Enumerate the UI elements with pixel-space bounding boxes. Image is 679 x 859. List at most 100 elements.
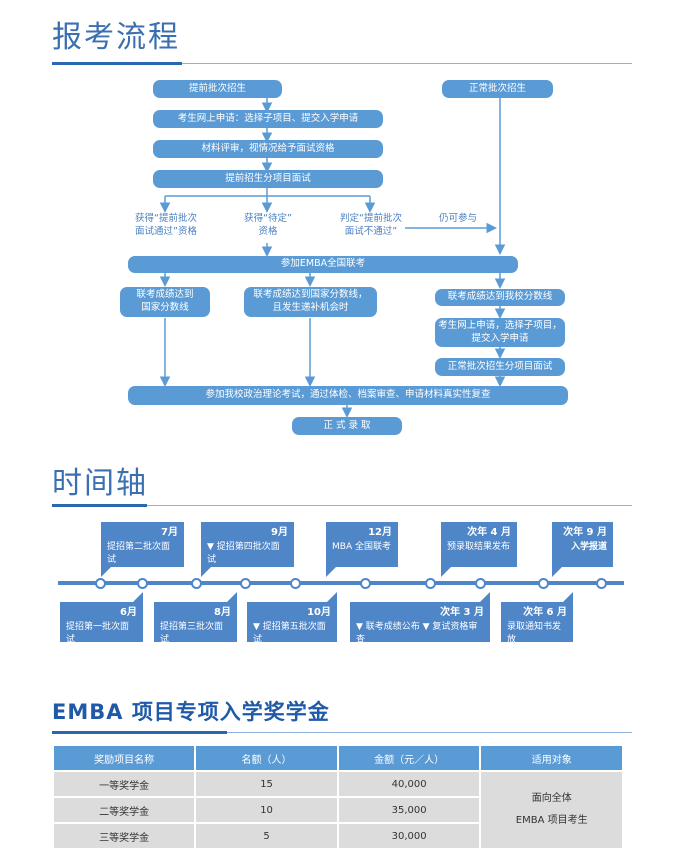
timeline-event: ▼ 提招第四批次面试: [207, 541, 280, 566]
timeline-date: 9月: [271, 527, 288, 538]
table-cell: 三等奖学金: [54, 824, 195, 848]
col-header: 适用对象: [481, 746, 622, 770]
pending-text: 获得“待定” 资格: [244, 213, 292, 237]
timeline-event: ▼ 正常批次面试: [356, 649, 420, 660]
timeline-pointer: [563, 592, 573, 602]
timeline-event: ▼ 提招第五批次面试: [253, 621, 326, 646]
table-cell: 15: [196, 772, 337, 796]
scholarship-rule-thin: [227, 732, 632, 733]
table-cell: 5: [196, 824, 337, 848]
table-row: 一等奖学金 15 40,000 面向全体 EMBA 项目考生: [54, 772, 622, 848]
timeline-event: 录取通知书发放: [507, 621, 562, 646]
timeline-rule-thin: [147, 505, 632, 506]
timeline-node: [240, 578, 251, 589]
timeline-top-5: 次年 9 月 入学报道: [552, 522, 613, 567]
fail-text: 判定“提前批次 面试不通过”: [340, 213, 402, 237]
timeline-event: MBA 全国联考: [332, 541, 391, 552]
timeline-event: 提招第二批次面试: [107, 541, 171, 566]
timeline-date: 6月: [120, 607, 137, 618]
table-row: 三等奖学金 5 30,000: [54, 824, 622, 848]
col-header: 奖励项目名称: [54, 746, 195, 770]
timeline-node: [425, 578, 436, 589]
table-cell: 30,000: [338, 824, 480, 848]
timeline-date: 8月: [214, 607, 231, 618]
early-interview-box: 提前招生分项目面试: [153, 170, 383, 188]
timeline-top-1: 7月 提招第二批次面试: [101, 522, 184, 567]
timeline-node: [95, 578, 106, 589]
timeline-node: [137, 578, 148, 589]
timeline-pointer: [227, 592, 237, 602]
timeline-pointer: [480, 592, 490, 602]
timeline-event: ▼ 联考报名: [253, 649, 299, 660]
timeline-event: ▼ 联考报名: [207, 569, 253, 580]
pass-text: 获得“提前批次 面试通过”资格: [135, 213, 197, 237]
title-rule-thin: [182, 63, 632, 64]
scholarship-table: 奖励项目名称 名额（人） 金额（元／人） 适用对象 一等奖学金 15 40,00…: [52, 744, 624, 850]
timeline-node: [538, 578, 549, 589]
timeline-pointer: [326, 567, 336, 577]
admit-box: 正 式 录 取: [292, 417, 402, 435]
timeline-bottom-4: 次年 3 月 ▼ 联考成绩公布 ▼ 复试资格审查 ▼ 正常批次面试: [350, 602, 490, 659]
timeline-bottom-5: 次年 6 月 录取通知书发放: [501, 602, 573, 645]
timeline-event: 预录取结果发布: [447, 541, 511, 552]
table-row: 二等奖学金 10 35,000: [54, 798, 622, 822]
timeline-date: 次年 6 月: [523, 607, 567, 618]
timeline-node: [191, 578, 202, 589]
normal-interview-box: 正常批次招生分项目面试: [435, 358, 565, 376]
timeline-date: 7月: [161, 527, 178, 538]
timeline-pointer: [327, 592, 337, 602]
timeline-node: [360, 578, 371, 589]
target-line: 面向全体: [531, 793, 572, 804]
timeline-title: 时间轴: [52, 466, 148, 501]
timeline-node: [596, 578, 607, 589]
online-apply-box: 考生网上申请：选择子项目、提交入学申请: [153, 110, 383, 128]
timeline-top-2: 9月 ▼ 提招第四批次面试 ▼ 联考报名: [201, 522, 294, 579]
timeline-pointer: [101, 567, 111, 577]
flow-arrows: [159, 97, 506, 418]
col-header: 名额（人）: [196, 746, 337, 770]
normal-batch-box: 正常批次招生: [442, 80, 553, 98]
political-box: 参加我校政治理论考试，通过体检、档案审查、申请材料真实性复查: [128, 386, 568, 405]
material-review-box: 材料评审，视情况给予面试资格: [153, 140, 383, 158]
timeline-date: 次年 9 月: [563, 527, 607, 538]
timeline-pointer: [552, 567, 562, 577]
timeline-rule: [52, 504, 147, 507]
timeline-node: [475, 578, 486, 589]
timeline-event: 提招第三批次面试: [160, 621, 224, 646]
table-cell: 35,000: [338, 798, 480, 822]
timeline-event: ▼ 联考成绩公布 ▼ 复试资格审查: [356, 621, 478, 646]
exam-box: 参加EMBA全国联考: [128, 256, 518, 273]
timeline-date: 次年 3 月: [440, 607, 484, 618]
table-cell: 40,000: [338, 772, 480, 796]
still-join-text: 仍可参与: [438, 213, 477, 224]
col-header: 金额（元／人）: [338, 746, 480, 770]
timeline-top-4: 次年 4 月 预录取结果发布: [441, 522, 517, 567]
timeline-date: 12月: [368, 527, 392, 538]
timeline-pointer: [201, 567, 211, 577]
national-line-box: 联考成绩达到 国家分数线: [120, 287, 210, 317]
timeline-bottom-3: 10月 ▼ 提招第五批次面试 ▼ 联考报名: [247, 602, 337, 659]
scholarship-title: EMBA 项目专项入学奖学金: [52, 700, 330, 724]
target-line: EMBA 项目考生: [515, 815, 588, 826]
table-cell: 一等奖学金: [54, 772, 195, 796]
timeline-pointer: [133, 592, 143, 602]
timeline-node: [290, 578, 301, 589]
timeline-bottom-2: 8月 提招第三批次面试: [154, 602, 237, 645]
timeline-event: 提招第一批次面试: [66, 621, 130, 646]
title-rule: [52, 62, 182, 65]
timeline-date: 10月: [307, 607, 331, 618]
timeline-axis: [58, 581, 624, 585]
timeline-event: 入学报道: [570, 541, 607, 552]
target-cell: 面向全体 EMBA 项目考生: [481, 772, 622, 848]
early-batch-box: 提前批次招生: [153, 80, 282, 98]
timeline-bottom-1: 6月 提招第一批次面试: [60, 602, 143, 645]
national-line-extra-box: 联考成绩达到国家分数线， 且发生递补机会时: [244, 287, 377, 317]
process-title: 报考流程: [52, 20, 180, 55]
table-cell: 10: [196, 798, 337, 822]
table-cell: 二等奖学金: [54, 798, 195, 822]
timeline-date: 次年 4 月: [467, 527, 511, 538]
school-line-box: 联考成绩达到我校分数线: [435, 289, 565, 306]
online-apply2-box: 考生网上申请，选择子项目， 提交入学申请: [435, 318, 565, 347]
timeline-top-3: 12月 MBA 全国联考: [326, 522, 398, 567]
timeline-pointer: [441, 567, 451, 577]
